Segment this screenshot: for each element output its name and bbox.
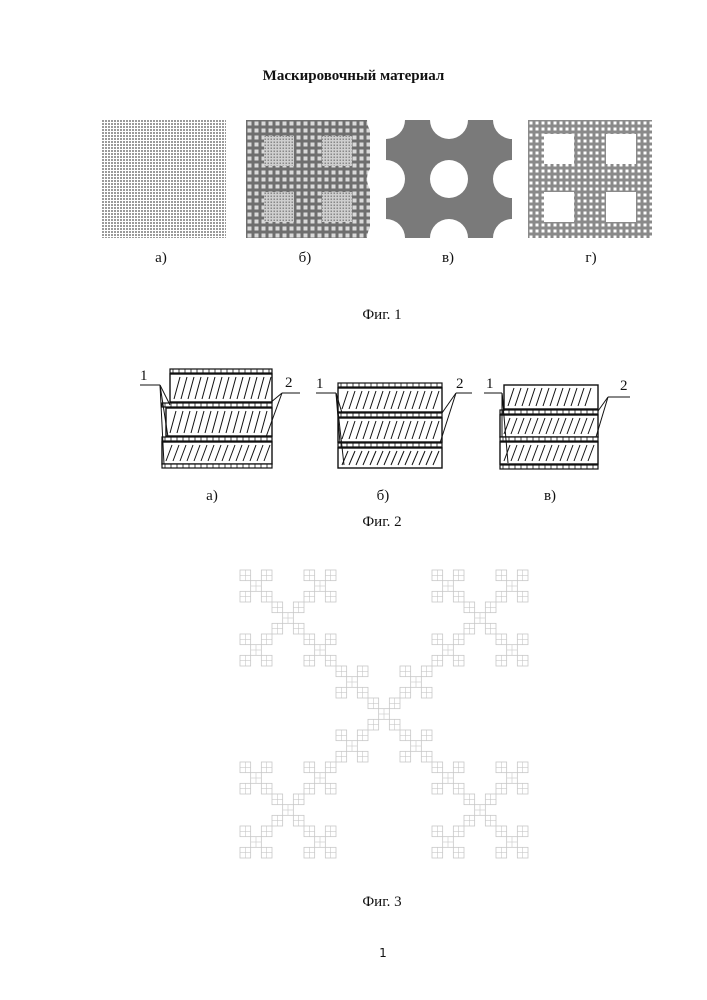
fig1-panel-b: [246, 120, 370, 238]
fig2-label-b: б): [353, 488, 413, 505]
fig3-caption: Фиг. 3: [332, 894, 432, 911]
svg-text:1: 1: [316, 376, 324, 392]
fig2-caption: Фиг. 2: [332, 514, 432, 531]
fig1-panel-v: [386, 120, 512, 238]
fig1-label-b: б): [275, 250, 335, 267]
fig1-panel-g: [528, 120, 652, 238]
fig2-label-a: а): [182, 488, 242, 505]
svg-text:2: 2: [456, 376, 464, 392]
svg-text:1: 1: [140, 368, 148, 384]
svg-text:1: 1: [486, 376, 494, 392]
svg-text:2: 2: [285, 375, 293, 391]
fig1-label-g: г): [561, 250, 621, 267]
fig3-fractal: [240, 570, 528, 858]
fig1-panel-a: [102, 120, 226, 238]
fig1-caption: Фиг. 1: [332, 307, 432, 324]
fig2-label-v: в): [520, 488, 580, 505]
page-number: 1: [363, 946, 403, 960]
svg-text:2: 2: [620, 378, 628, 394]
page-title: Маскировочный материал: [0, 68, 707, 85]
fig1-label-a: а): [131, 250, 191, 267]
fig1-label-v: в): [418, 250, 478, 267]
fig2-diagram: 1 2 1 2 1 2: [130, 365, 630, 480]
